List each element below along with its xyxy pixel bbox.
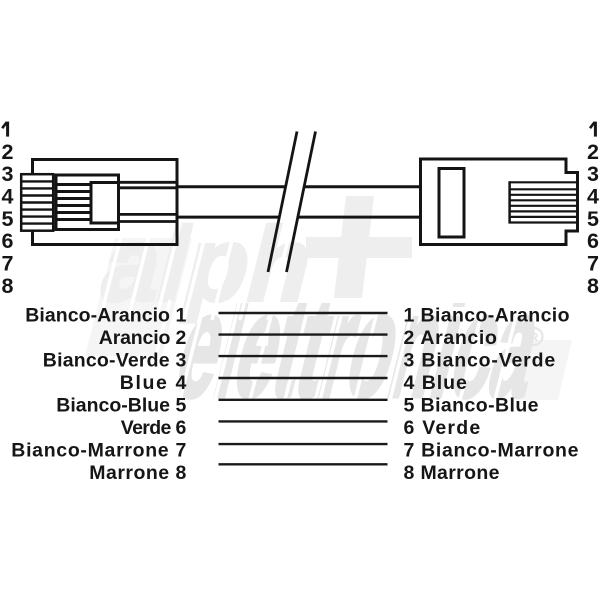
- svg-text:5 Bianco-Blue: 5 Bianco-Blue: [404, 394, 539, 416]
- svg-text:4 Blue: 4 Blue: [404, 372, 468, 394]
- svg-text:5: 5: [2, 207, 14, 231]
- svg-text:2: 2: [587, 140, 599, 164]
- svg-text:3: 3: [587, 162, 599, 186]
- svg-text:Bianco-Arancio 1: Bianco-Arancio 1: [25, 304, 186, 326]
- svg-text:7 Bianco-Marrone: 7 Bianco-Marrone: [404, 439, 579, 461]
- svg-text:5: 5: [587, 207, 599, 231]
- svg-text:3 Bianco-Verde: 3 Bianco-Verde: [404, 349, 556, 371]
- svg-text:R: R: [530, 331, 539, 345]
- svg-text:Arancio 2: Arancio 2: [99, 327, 187, 349]
- svg-text:6: 6: [2, 229, 14, 253]
- svg-text:4: 4: [2, 185, 14, 209]
- svg-text:6: 6: [587, 229, 599, 253]
- svg-text:8: 8: [2, 274, 14, 298]
- svg-text:6 Verde: 6 Verde: [404, 417, 481, 439]
- svg-text:Blue 4: Blue 4: [120, 372, 187, 394]
- svg-text:2: 2: [2, 140, 14, 164]
- svg-text:Verde 6: Verde 6: [121, 417, 187, 439]
- svg-text:7: 7: [2, 252, 14, 276]
- svg-text:Bianco-Verde 3: Bianco-Verde 3: [43, 349, 187, 371]
- svg-text:Marrone 8: Marrone 8: [89, 462, 186, 484]
- svg-text:2 Arancio: 2 Arancio: [404, 327, 497, 349]
- svg-text:Bianco-Blue 5: Bianco-Blue 5: [56, 394, 186, 416]
- svg-text:Bianco-Marrone 7: Bianco-Marrone 7: [11, 439, 186, 461]
- svg-text:8: 8: [587, 274, 599, 298]
- svg-text:7: 7: [587, 252, 599, 276]
- svg-text:1 Bianco-Arancio: 1 Bianco-Arancio: [404, 304, 570, 326]
- svg-text:3: 3: [2, 162, 14, 186]
- svg-text:8 Marrone: 8 Marrone: [404, 462, 500, 484]
- svg-text:4: 4: [587, 185, 599, 209]
